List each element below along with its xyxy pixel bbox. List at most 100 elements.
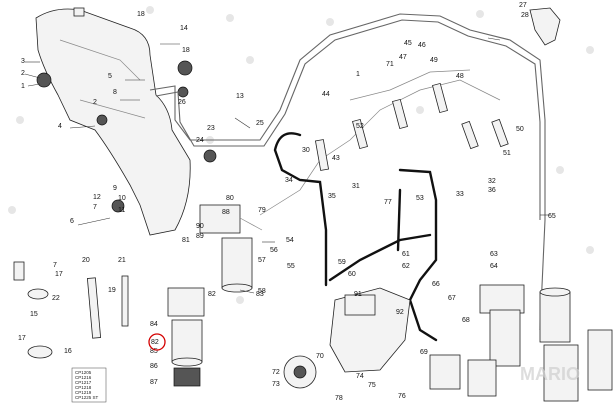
callout-label: 2 bbox=[93, 99, 97, 106]
injection-pump bbox=[283, 287, 411, 389]
callout-label: 17 bbox=[55, 271, 63, 278]
legend-code: CP1218 bbox=[75, 385, 92, 390]
callout-label: 18 bbox=[137, 11, 145, 18]
callout-label: 3 bbox=[21, 58, 25, 65]
callout-label: 56 bbox=[270, 247, 278, 254]
callout-label: 5 bbox=[108, 73, 112, 80]
callout-label: 31 bbox=[352, 183, 360, 190]
callout-label: 60 bbox=[348, 271, 356, 278]
callout-label: 28 bbox=[521, 12, 529, 19]
callout-labels: 27 28 18 3 2 1 5 4 2 8 9 10 11 12 7 6 7 … bbox=[18, 2, 556, 402]
callout-label: 21 bbox=[118, 257, 126, 264]
legend-code: CP1216 bbox=[75, 375, 92, 380]
return-hoses bbox=[273, 132, 438, 342]
callout-label: 33 bbox=[456, 191, 464, 198]
callout-label: 64 bbox=[490, 263, 498, 270]
callout-label: 1 bbox=[21, 83, 25, 90]
callout-label: 85 bbox=[150, 348, 158, 355]
callout-label: 80 bbox=[226, 195, 234, 202]
callout-label: 92 bbox=[396, 309, 404, 316]
callout-label: 25 bbox=[256, 120, 264, 127]
callout-label: 11 bbox=[118, 207, 125, 214]
callout-label: 44 bbox=[322, 91, 330, 98]
callout-label: 35 bbox=[328, 193, 336, 200]
callout-label: 72 bbox=[272, 369, 280, 376]
callout-label: 49 bbox=[430, 57, 438, 64]
callout-label: 77 bbox=[384, 199, 392, 206]
fuel-filter-assembly bbox=[199, 204, 263, 293]
callout-label: 30 bbox=[302, 147, 310, 154]
callout-label: 57 bbox=[258, 257, 266, 264]
callout-label: 63 bbox=[490, 251, 498, 258]
callout-label: 62 bbox=[402, 263, 410, 270]
callout-label: 66 bbox=[432, 281, 440, 288]
callout-label: 12 bbox=[93, 194, 101, 201]
callout-label: 14 bbox=[180, 25, 188, 32]
callout-label: 7 bbox=[93, 204, 97, 211]
legend-code: CP1217 bbox=[75, 380, 92, 385]
bracket-top-right bbox=[529, 7, 561, 46]
callout-label: 89 bbox=[196, 233, 204, 240]
callout-label: 34 bbox=[285, 177, 293, 184]
callout-label: 67 bbox=[448, 295, 456, 302]
callout-label: 26 bbox=[178, 99, 186, 106]
callout-label: 36 bbox=[488, 187, 496, 194]
callout-label: 9 bbox=[113, 185, 117, 192]
callout-label: 19 bbox=[108, 287, 116, 294]
callout-label: 59 bbox=[338, 259, 346, 266]
callout-label: 47 bbox=[399, 54, 407, 61]
callout-label: 43 bbox=[332, 155, 340, 162]
callout-label: 74 bbox=[356, 373, 364, 380]
injectors bbox=[314, 82, 509, 171]
callout-label: 86 bbox=[150, 363, 158, 370]
callout-label: 6 bbox=[70, 218, 74, 225]
callout-label: 54 bbox=[286, 237, 294, 244]
highlighted-callout[interactable]: 82 bbox=[148, 333, 166, 351]
callout-label: 58 bbox=[258, 288, 266, 295]
watermark-text: MARIO bbox=[520, 364, 580, 384]
callout-label: 46 bbox=[418, 42, 426, 49]
callout-label: 45 bbox=[404, 40, 412, 47]
callout-label: 7 bbox=[53, 262, 57, 269]
callout-label: 50 bbox=[516, 126, 524, 133]
callout-label: 4 bbox=[58, 123, 62, 130]
callout-leaders bbox=[24, 37, 550, 294]
legend-code: CP1205 bbox=[75, 370, 92, 375]
callout-label: 84 bbox=[150, 321, 158, 328]
callout-label: 32 bbox=[488, 178, 496, 185]
callout-label: 69 bbox=[420, 349, 428, 356]
callout-label: 88 bbox=[222, 209, 230, 216]
callout-label: 24 bbox=[196, 137, 204, 144]
callout-label: 75 bbox=[368, 382, 376, 389]
callout-label: 23 bbox=[207, 125, 215, 132]
fuel-line-routing bbox=[149, 13, 546, 331]
callout-label: 81 bbox=[182, 237, 190, 244]
callout-label: 71 bbox=[386, 61, 394, 68]
callout-label: 79 bbox=[258, 207, 266, 214]
callout-label: 51 bbox=[503, 150, 511, 157]
callout-label: 20 bbox=[82, 257, 90, 264]
legend-codes: CP1205 CP1216 CP1217 CP1218 CP1219 CP122… bbox=[71, 367, 107, 403]
callout-label: 87 bbox=[150, 379, 158, 386]
callout-label: 83 bbox=[256, 291, 264, 298]
callout-label: 48 bbox=[456, 73, 464, 80]
callout-label: 2 bbox=[21, 70, 25, 77]
callout-label: 52 bbox=[356, 123, 364, 130]
callout-label: 82 bbox=[208, 291, 216, 298]
callout-label: 8 bbox=[113, 89, 117, 96]
legend-code: CP1225 ST bbox=[75, 395, 99, 400]
callout-label: 70 bbox=[316, 353, 324, 360]
callout-label: 15 bbox=[30, 311, 38, 318]
callout-label: 17 bbox=[18, 335, 26, 342]
callout-label: 61 bbox=[402, 251, 410, 258]
callout-label: 10 bbox=[118, 195, 126, 202]
pickup-tubes bbox=[13, 261, 129, 359]
callout-label: 16 bbox=[64, 348, 72, 355]
callout-label: 53 bbox=[416, 195, 424, 202]
bolts-left bbox=[27, 83, 140, 226]
legend-code: CP1219 bbox=[75, 390, 92, 395]
callout-label: 90 bbox=[196, 223, 204, 230]
callout-label: 68 bbox=[462, 317, 470, 324]
callout-label: 13 bbox=[236, 93, 244, 100]
